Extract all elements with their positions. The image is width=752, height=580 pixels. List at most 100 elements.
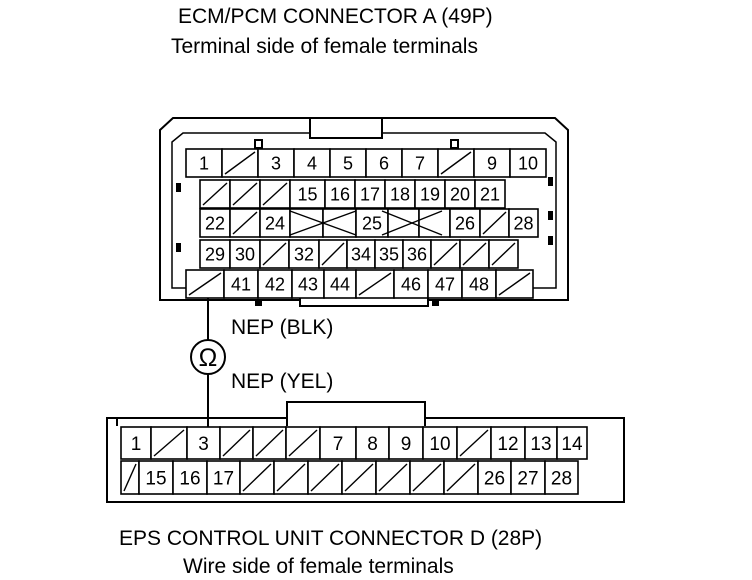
ecm-row1-cell [221, 148, 259, 178]
eps-row1-cell: 3 [186, 426, 221, 460]
ecm-blocked-cross [289, 210, 357, 236]
ecm-row1-pin-label: 7 [415, 153, 425, 173]
ecm-row3-cell: 26 [449, 208, 481, 238]
eps-row2-cell: 17 [206, 460, 241, 495]
eps-row2-cell [341, 460, 377, 495]
eps-row1-cell [150, 426, 188, 460]
ecm-row5-pin-label: 48 [469, 274, 489, 294]
eps-row1-pin-label: 3 [198, 434, 209, 455]
ecm-row5-cell: 42 [257, 269, 293, 299]
ecm-connector-subtitle: Terminal side of female terminals [171, 35, 478, 58]
ecm-row2-cell [229, 179, 261, 209]
ecm-row3-cell [229, 208, 261, 238]
ecm-row3-cell: 22 [199, 208, 231, 238]
ecm-row2-pin-label: 16 [330, 184, 350, 204]
ecm-row1-cell [437, 148, 475, 178]
eps-row1-cell: 8 [355, 426, 390, 460]
ecm-row2-cell: 21 [474, 179, 506, 209]
ecm-housing-inner [171, 132, 557, 289]
ecm-row1-pin-label: 9 [487, 153, 497, 173]
eps-row1-cell: 14 [556, 426, 588, 460]
ecm-row5-cell: 46 [393, 269, 429, 299]
ecm-row5-pin-label: 47 [435, 274, 455, 294]
ecm-row4-cell [459, 239, 490, 269]
ecm-row4-cell: 29 [199, 239, 231, 269]
ecm-row2-cell: 18 [384, 179, 416, 209]
ecm-row2-pin-label: 19 [420, 184, 440, 204]
ecm-row2-pin-label: 15 [297, 184, 317, 204]
ecm-pin-notch-right [450, 139, 459, 149]
eps-row1-pin-label: 1 [131, 434, 142, 455]
eps-row2-pin-label: 26 [484, 468, 505, 489]
ecm-side-latches [176, 177, 553, 306]
ecm-row4-cell [488, 239, 519, 269]
ecm-row4-cell [259, 239, 290, 269]
ecm-row4-cell: 35 [374, 239, 404, 269]
ecm-row2-cell: 16 [324, 179, 356, 209]
eps-row2-cell [375, 460, 411, 495]
eps-row1-pin-label: 8 [367, 434, 378, 455]
ecm-row4-cell [318, 239, 348, 269]
ecm-row5-cell: 47 [427, 269, 463, 299]
eps-row2-pin-label: 28 [551, 468, 572, 489]
ecm-row1-pin-label: 6 [379, 153, 389, 173]
eps-lock-tab [286, 401, 426, 426]
eps-row2-cell [239, 460, 275, 495]
ecm-row1-pin-label: 5 [343, 153, 353, 173]
eps-row2-cell [307, 460, 343, 495]
eps-row1-pin-label: 7 [333, 434, 344, 455]
eps-row2-cell [409, 460, 445, 495]
ecm-row3-cell: 28 [508, 208, 539, 238]
ohm-symbol: Ω [199, 344, 218, 372]
ecm-row4-cell: 32 [288, 239, 320, 269]
eps-row2-pin-label: 27 [517, 468, 538, 489]
probe-lower-label: NEP (YEL) [231, 370, 334, 393]
eps-row1-pin-label: 13 [530, 434, 551, 455]
ecm-row1-cell: 4 [293, 148, 331, 178]
ecm-row3-cell [387, 208, 420, 238]
ecm-row5-cell [185, 269, 225, 299]
eps-row1-cell [456, 426, 492, 460]
ecm-row5-cell [355, 269, 395, 299]
ecm-row1-cell: 1 [185, 148, 223, 178]
eps-row2-cell [443, 460, 479, 495]
ecm-row1-cell: 3 [257, 148, 295, 178]
ecm-row2-pin-label: 17 [360, 184, 380, 204]
ecm-row4-cell: 36 [402, 239, 432, 269]
ecm-row1-cell: 6 [365, 148, 403, 178]
ecm-row2-cell [199, 179, 231, 209]
ecm-row1-pin-label: 3 [271, 153, 281, 173]
ecm-row4-cell: 34 [346, 239, 376, 269]
ecm-row2-cell: 20 [444, 179, 476, 209]
ecm-row5-cell: 43 [291, 269, 325, 299]
eps-connector-title: EPS CONTROL UNIT CONNECTOR D (28P) [119, 527, 543, 550]
ecm-row3-pin-label: 24 [265, 213, 285, 233]
ecm-row1-pin-label: 4 [307, 153, 317, 173]
eps-row2-pin-label: 16 [179, 468, 200, 489]
ecm-connector-title: ECM/PCM CONNECTOR A (49P) [178, 5, 493, 28]
ecm-row4-pin-label: 34 [351, 244, 371, 264]
ecm-row5-cell: 44 [323, 269, 357, 299]
ecm-row5-pin-label: 43 [298, 274, 318, 294]
ecm-row3-cell [479, 208, 510, 238]
ecm-blocked-cross [381, 210, 443, 236]
ecm-housing-outline [159, 117, 569, 301]
ecm-row4-cell [430, 239, 461, 269]
eps-row1-pin-label: 9 [401, 434, 412, 455]
eps-row2-cell: 15 [138, 460, 174, 495]
ecm-row3-pin-label: 28 [513, 213, 533, 233]
ecm-row4-cell: 30 [229, 239, 261, 269]
ecm-row3-pin-label: 26 [455, 213, 475, 233]
ecm-row5-cell [495, 269, 534, 299]
eps-row1-cell: 9 [388, 426, 424, 460]
ecm-row3-pin-label: 25 [362, 213, 382, 233]
ecm-row1-cell: 9 [473, 148, 511, 178]
eps-row2-cell: 26 [477, 460, 512, 495]
eps-corner-left [107, 417, 118, 426]
ecm-lock-tab [309, 117, 383, 139]
eps-row2-cell [120, 460, 140, 495]
eps-row1-pin-label: 14 [561, 434, 583, 455]
eps-row1-cell [219, 426, 254, 460]
eps-row1-cell: 10 [422, 426, 458, 460]
